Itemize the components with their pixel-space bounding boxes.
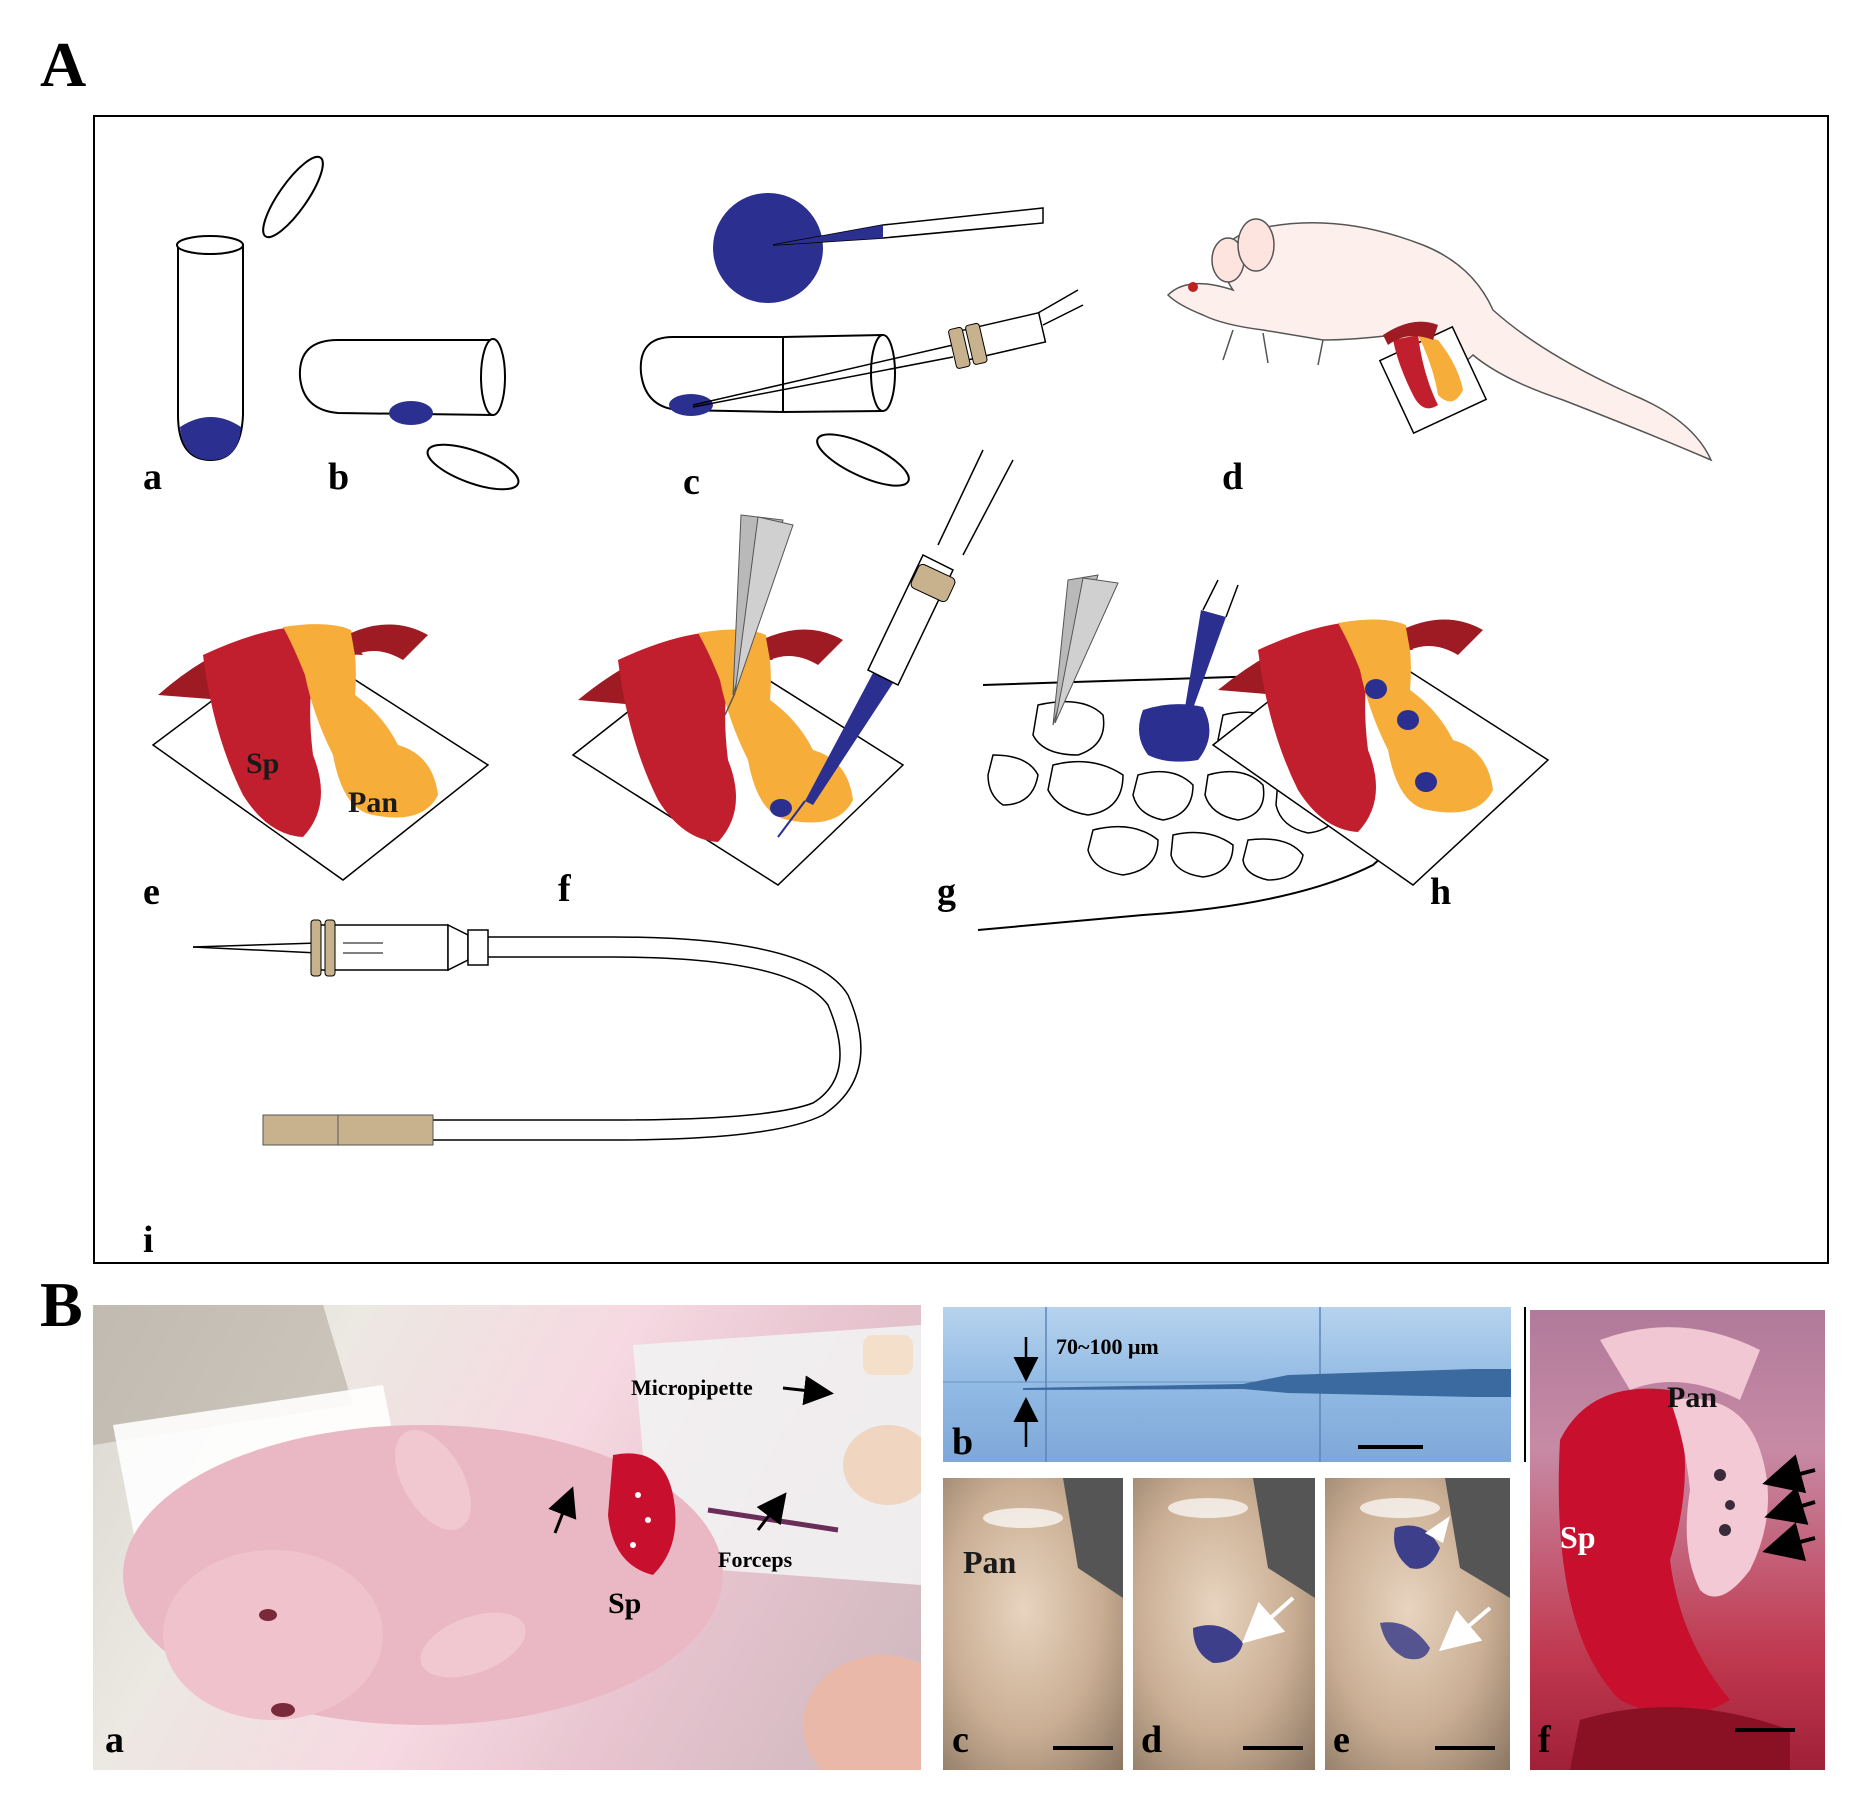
pipette-diameter-label: 70~100 μm bbox=[1056, 1334, 1159, 1359]
sp-label-Ba: Sp bbox=[608, 1587, 641, 1620]
tube-on-side-illustration bbox=[298, 338, 520, 491]
label-A-b: b bbox=[328, 456, 350, 498]
spleen-pancreas-annotations: Pan Sp bbox=[1560, 1381, 1717, 1555]
forceps-label: Forceps bbox=[718, 1547, 793, 1572]
pan-label-Bf: Pan bbox=[1667, 1381, 1717, 1414]
label-A-g: g bbox=[937, 871, 956, 913]
pancreas-before-photo bbox=[943, 1478, 1123, 1770]
surgery-photo-annotations: Micropipette Forceps Sp bbox=[548, 1375, 834, 1620]
label-B-d: d bbox=[1141, 1719, 1163, 1761]
panel-A-illustrations: Sp Pan bbox=[151, 155, 1713, 1146]
micropipette-label: Micropipette bbox=[631, 1375, 753, 1400]
pipette-tip-annotations: 70~100 μm bbox=[1056, 1334, 1159, 1359]
label-A-c: c bbox=[683, 461, 700, 503]
divider-line bbox=[1524, 1307, 1526, 1462]
label-A-d: d bbox=[1222, 456, 1244, 498]
label-B-b: b bbox=[952, 1421, 974, 1463]
label-B-e: e bbox=[1333, 1719, 1350, 1761]
label-B-a: a bbox=[105, 1719, 124, 1761]
pipette-tip-micrograph bbox=[943, 1307, 1511, 1462]
spleen-pancreas-photo bbox=[1530, 1310, 1825, 1770]
label-A-h: h bbox=[1430, 871, 1452, 913]
sp-label-Bf: Sp bbox=[1560, 1519, 1596, 1555]
label-A-i: i bbox=[143, 1219, 154, 1261]
label-B-c: c bbox=[952, 1719, 969, 1761]
label-A-e: e bbox=[143, 871, 160, 913]
label-A-a: a bbox=[143, 456, 162, 498]
pancreas-first-injection-photo bbox=[1133, 1478, 1315, 1770]
micropipette-tubing-illustration bbox=[192, 919, 862, 1146]
pan-label-e: Pan bbox=[348, 786, 398, 819]
injected-pancreas-illustration bbox=[1211, 619, 1550, 886]
tube-with-pellet-illustration bbox=[176, 155, 324, 462]
surgery-photo bbox=[93, 1305, 921, 1770]
label-B-f: f bbox=[1538, 1719, 1551, 1761]
label-A-f: f bbox=[558, 868, 571, 910]
panel-A-frame bbox=[93, 115, 1829, 1264]
forceps-injection-illustration bbox=[571, 449, 1014, 886]
spleen-pancreas-illustration bbox=[151, 624, 490, 881]
pancreas-multiple-injections-photo bbox=[1325, 1478, 1510, 1770]
pancreas-before-annotations: Pan bbox=[963, 1544, 1017, 1580]
sp-label-e: Sp bbox=[246, 747, 279, 780]
panel-label-B: B bbox=[40, 1269, 83, 1340]
pan-label-Bc: Pan bbox=[963, 1544, 1017, 1580]
mouse-illustration bbox=[1166, 218, 1713, 462]
pipette-aspiration-illustration bbox=[639, 193, 1084, 487]
panel-label-A: A bbox=[40, 29, 87, 100]
